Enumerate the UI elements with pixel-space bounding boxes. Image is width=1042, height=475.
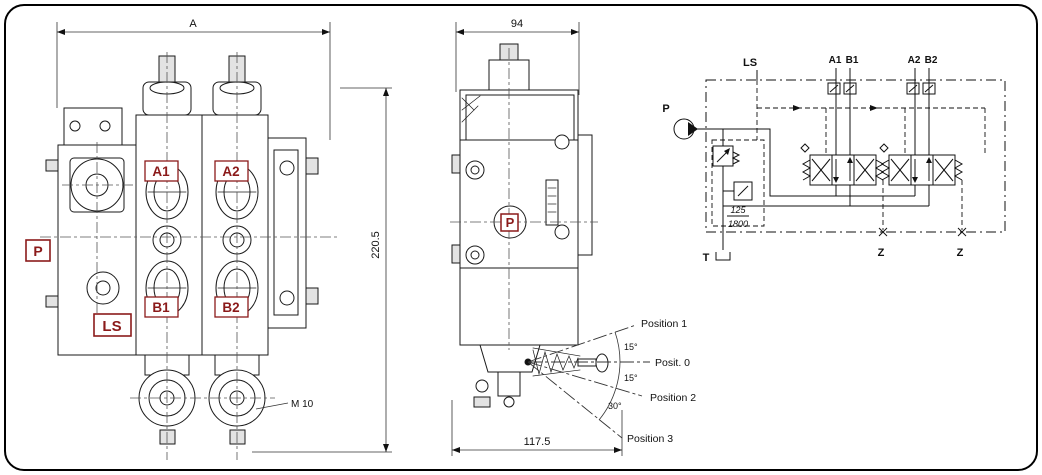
- port-b2-label: B2: [222, 300, 239, 315]
- valve2-spring-right: [953, 159, 964, 181]
- port-a2-label: A2: [222, 164, 239, 179]
- tank-symbol: T: [703, 252, 731, 264]
- relief-spring: [731, 151, 741, 165]
- drain-z2-label: Z: [957, 247, 964, 259]
- position-1-line: [527, 324, 637, 363]
- shock-valve-a1: [827, 82, 841, 95]
- lever-knob: [595, 353, 609, 373]
- pump-label: P: [662, 103, 669, 115]
- drain-lines: Z Z: [878, 180, 967, 259]
- dim-94-label: 94: [511, 18, 523, 30]
- front-view: A 220.5 M 10 P LS: [25, 18, 392, 460]
- lever-position-labels: Position 1 Posit. 0 Position 2 Position …: [608, 318, 696, 445]
- front-view-centerlines: [40, 52, 340, 460]
- port-b1-box: [144, 296, 179, 318]
- shock-valve-b2: [922, 82, 936, 95]
- valve1-test-port: [800, 143, 810, 153]
- position-2-line: [527, 361, 643, 397]
- relief-valve-group: 125 1800: [711, 129, 765, 250]
- angle-15-up-label: 15°: [624, 342, 638, 352]
- position-3-line: [527, 361, 623, 439]
- side-port-label: P: [500, 213, 519, 232]
- port-b2-box: [214, 296, 249, 318]
- relief-setting-psi: 1800: [728, 219, 748, 229]
- side-overall-dimension: 117.5: [451, 400, 623, 456]
- internal-rails: [723, 128, 929, 207]
- position-3-label: Position 3: [627, 433, 673, 445]
- valve1-spring-right: [874, 159, 885, 181]
- lever-position-lines: [527, 324, 650, 439]
- port-a1-box: [144, 160, 179, 182]
- angle-30-label: 30°: [608, 401, 622, 411]
- port-a1-label: A1: [152, 164, 170, 179]
- work-ports-section1: A1 B1: [827, 55, 859, 155]
- front-port-labels: P LS A1 A2 B1 B2: [25, 160, 249, 337]
- dim-117-label: 117.5: [524, 436, 551, 448]
- side-view-body: [451, 43, 593, 408]
- shock-valve-b1: [843, 82, 857, 95]
- port-p-side-box: [500, 213, 519, 232]
- directional-valve-2: [879, 143, 964, 206]
- side-view-centerlines: [450, 48, 598, 350]
- dim-height-label: 220.5: [370, 231, 382, 259]
- schematic-b2-label: B2: [925, 55, 938, 66]
- schematic-boundary: [705, 79, 1006, 233]
- hydraulic-schematic: P 125 1800 T: [662, 55, 1006, 264]
- port-p-box: [25, 239, 51, 262]
- front-width-dimension: A: [56, 18, 331, 140]
- position-0-label: Posit. 0: [655, 357, 690, 369]
- ls-port-front: [86, 271, 120, 305]
- schematic-a2-label: A2: [908, 55, 921, 66]
- lever-assembly: Position 1 Posit. 0 Position 2 Position …: [524, 318, 696, 445]
- pump-symbol: P: [662, 103, 723, 140]
- port-ls-box: [93, 313, 132, 337]
- schematic-a1-label: A1: [829, 55, 842, 66]
- ls-label: LS: [743, 57, 757, 69]
- tank-label: T: [703, 252, 710, 264]
- position-1-label: Position 1: [641, 318, 687, 330]
- thread-callout: M 10: [255, 399, 314, 410]
- work-ports-section2: A2 B2: [906, 55, 938, 155]
- port-ls-label: LS: [102, 318, 121, 335]
- side-depth-dimension: 94: [455, 18, 580, 95]
- relief-subplate-boundary: [711, 139, 765, 227]
- directional-valve-1: [800, 143, 885, 206]
- port-p-side-label: P: [506, 215, 515, 230]
- side-view: 94 117.5 P: [450, 18, 696, 456]
- ls-network: LS: [743, 57, 986, 155]
- position-2-label: Position 2: [650, 392, 696, 404]
- angle-15-down-label: 15°: [624, 373, 638, 383]
- lever-boot: [532, 349, 579, 376]
- pressure-rail: [723, 128, 915, 197]
- port-a2-box: [214, 160, 249, 182]
- valve2-spring-left: [880, 159, 891, 181]
- port-p-label: P: [33, 243, 42, 259]
- thread-callout-label: M 10: [291, 399, 314, 410]
- schematic-b1-label: B1: [846, 55, 859, 66]
- relief-setting-bar: 125: [730, 205, 746, 215]
- valve2-test-port: [879, 143, 889, 153]
- valve1-spring-left: [801, 159, 812, 181]
- port-b1-label: B1: [152, 300, 170, 315]
- drain-z1-label: Z: [878, 247, 885, 259]
- dim-a-label: A: [189, 18, 197, 30]
- front-view-body: [45, 55, 319, 445]
- shock-valve-a2: [906, 82, 920, 95]
- front-height-dimension: 220.5: [252, 87, 392, 453]
